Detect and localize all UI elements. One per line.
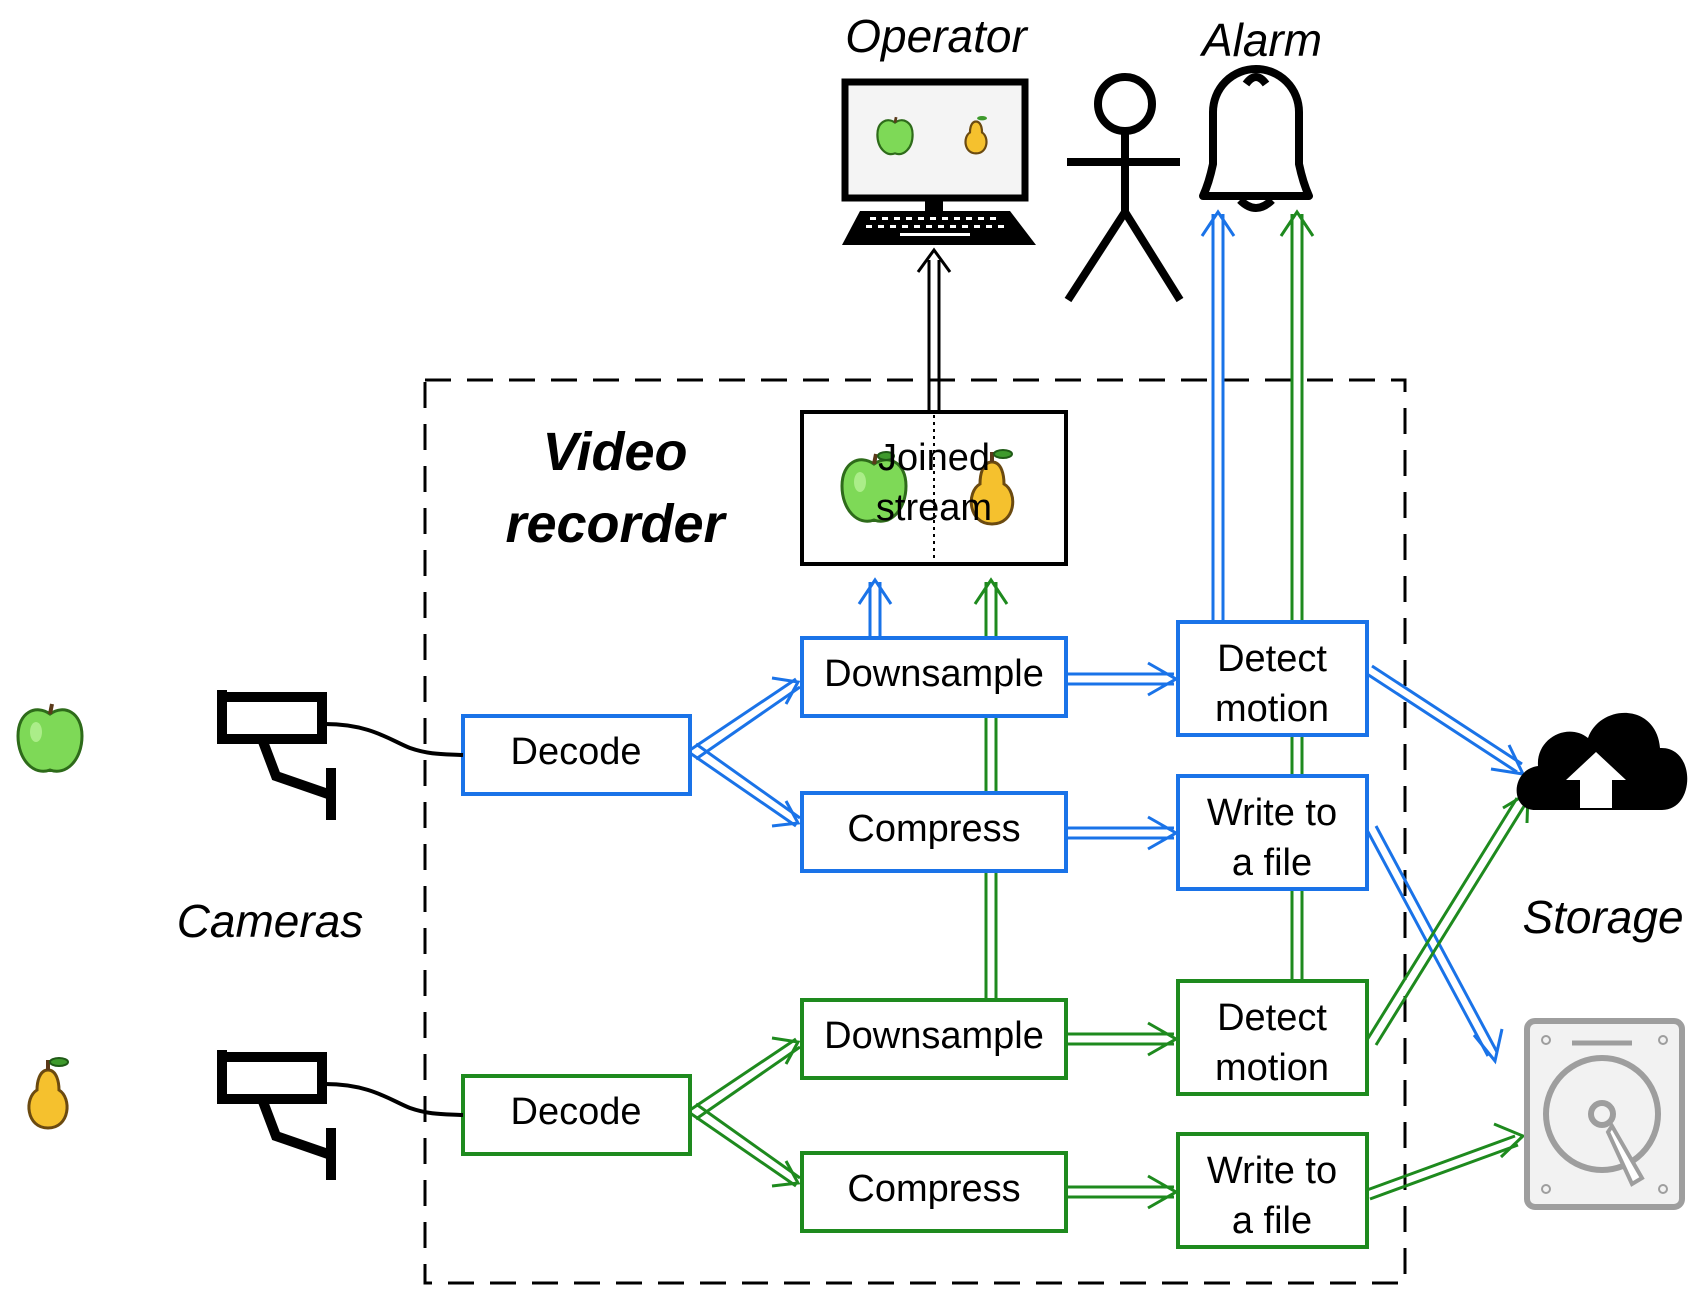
video-recorder-title-line1: Video (542, 422, 687, 482)
blue-decode-to-downsample-arrow (689, 676, 801, 761)
blue-detect-box: Detect motion (1176, 620, 1369, 737)
video-recorder-boundary (423, 378, 1407, 1285)
pear-icon (27, 1057, 69, 1130)
joined-pear-icon (969, 449, 1015, 526)
blue-compress-label: Compress (847, 808, 1020, 850)
green-detect-label-line1: Detect (1217, 997, 1327, 1039)
green-compress-label: Compress (847, 1168, 1020, 1210)
joined-to-operator-arrow (916, 247, 952, 412)
stick-figure-icon (1064, 73, 1184, 303)
blue-decode-to-compress-arrow (689, 742, 801, 828)
green-decode-box: Decode (461, 1074, 692, 1156)
video-recorder-title-line2: recorder (505, 494, 727, 554)
blue-decode-box: Decode (461, 714, 692, 796)
blue-compress-box: Compress (800, 791, 1068, 873)
blue-downsample-to-detect-arrow (1066, 661, 1180, 697)
screen-pear-icon (964, 116, 988, 155)
green-downsample-box: Downsample (800, 998, 1068, 1080)
joined-apple-icon (840, 451, 908, 523)
green-compress-to-write-arrow (1066, 1174, 1180, 1210)
joined-stream-box: Joined stream (800, 410, 1068, 566)
green-detect-to-cloud-arrow (1365, 790, 1530, 1046)
joined-stream-label-line1: Joined (878, 437, 990, 479)
laptop-icon (841, 78, 1036, 245)
blue-write-box: Write to a file (1176, 774, 1369, 891)
green-compress-box: Compress (800, 1151, 1068, 1233)
green-write-to-disk-arrow (1366, 1122, 1526, 1201)
green-write-box: Write to a file (1176, 1132, 1369, 1249)
green-downsample-to-detect-arrow (1066, 1021, 1180, 1057)
green-camera-cable (324, 1082, 464, 1117)
joined-stream-label-line2: stream (876, 487, 992, 529)
blue-write-label-line1: Write to (1207, 792, 1337, 834)
green-apple-icon (16, 703, 84, 773)
green-detect-box: Detect motion (1176, 979, 1369, 1096)
blue-detect-to-alarm-arrow (1200, 209, 1236, 622)
green-write-label-line2: a file (1232, 1200, 1312, 1242)
green-downsample-label: Downsample (824, 1015, 1044, 1057)
blue-camera-cable (324, 722, 464, 757)
blue-compress-to-write-arrow (1066, 815, 1180, 851)
security-camera-icon (217, 690, 336, 820)
alarm-label: Alarm (1199, 14, 1322, 66)
blue-detect-to-cloud-arrow (1366, 664, 1526, 776)
security-camera-icon (217, 1050, 336, 1180)
blue-decode-label: Decode (511, 731, 642, 773)
green-write-label-line1: Write to (1207, 1150, 1337, 1192)
blue-detect-label-line1: Detect (1217, 638, 1327, 680)
storage-label: Storage (1522, 891, 1683, 943)
operator-label: Operator (845, 10, 1028, 62)
green-decode-label: Decode (511, 1091, 642, 1133)
blue-detect-label-line2: motion (1215, 688, 1329, 730)
cameras-label: Cameras (177, 895, 364, 947)
green-detect-label-line2: motion (1215, 1047, 1329, 1089)
green-decode-to-compress-arrow (689, 1102, 801, 1188)
blue-downsample-label: Downsample (824, 653, 1044, 695)
bell-icon (1199, 65, 1313, 212)
cloud-upload-icon (1516, 712, 1688, 810)
blue-downsample-to-joined-arrow (857, 577, 893, 638)
green-decode-to-downsample-arrow (689, 1036, 801, 1121)
screen-apple-icon (876, 116, 914, 156)
hard-disk-icon (1524, 1018, 1685, 1210)
blue-write-label-line2: a file (1232, 842, 1312, 884)
blue-downsample-box: Downsample (800, 636, 1068, 718)
